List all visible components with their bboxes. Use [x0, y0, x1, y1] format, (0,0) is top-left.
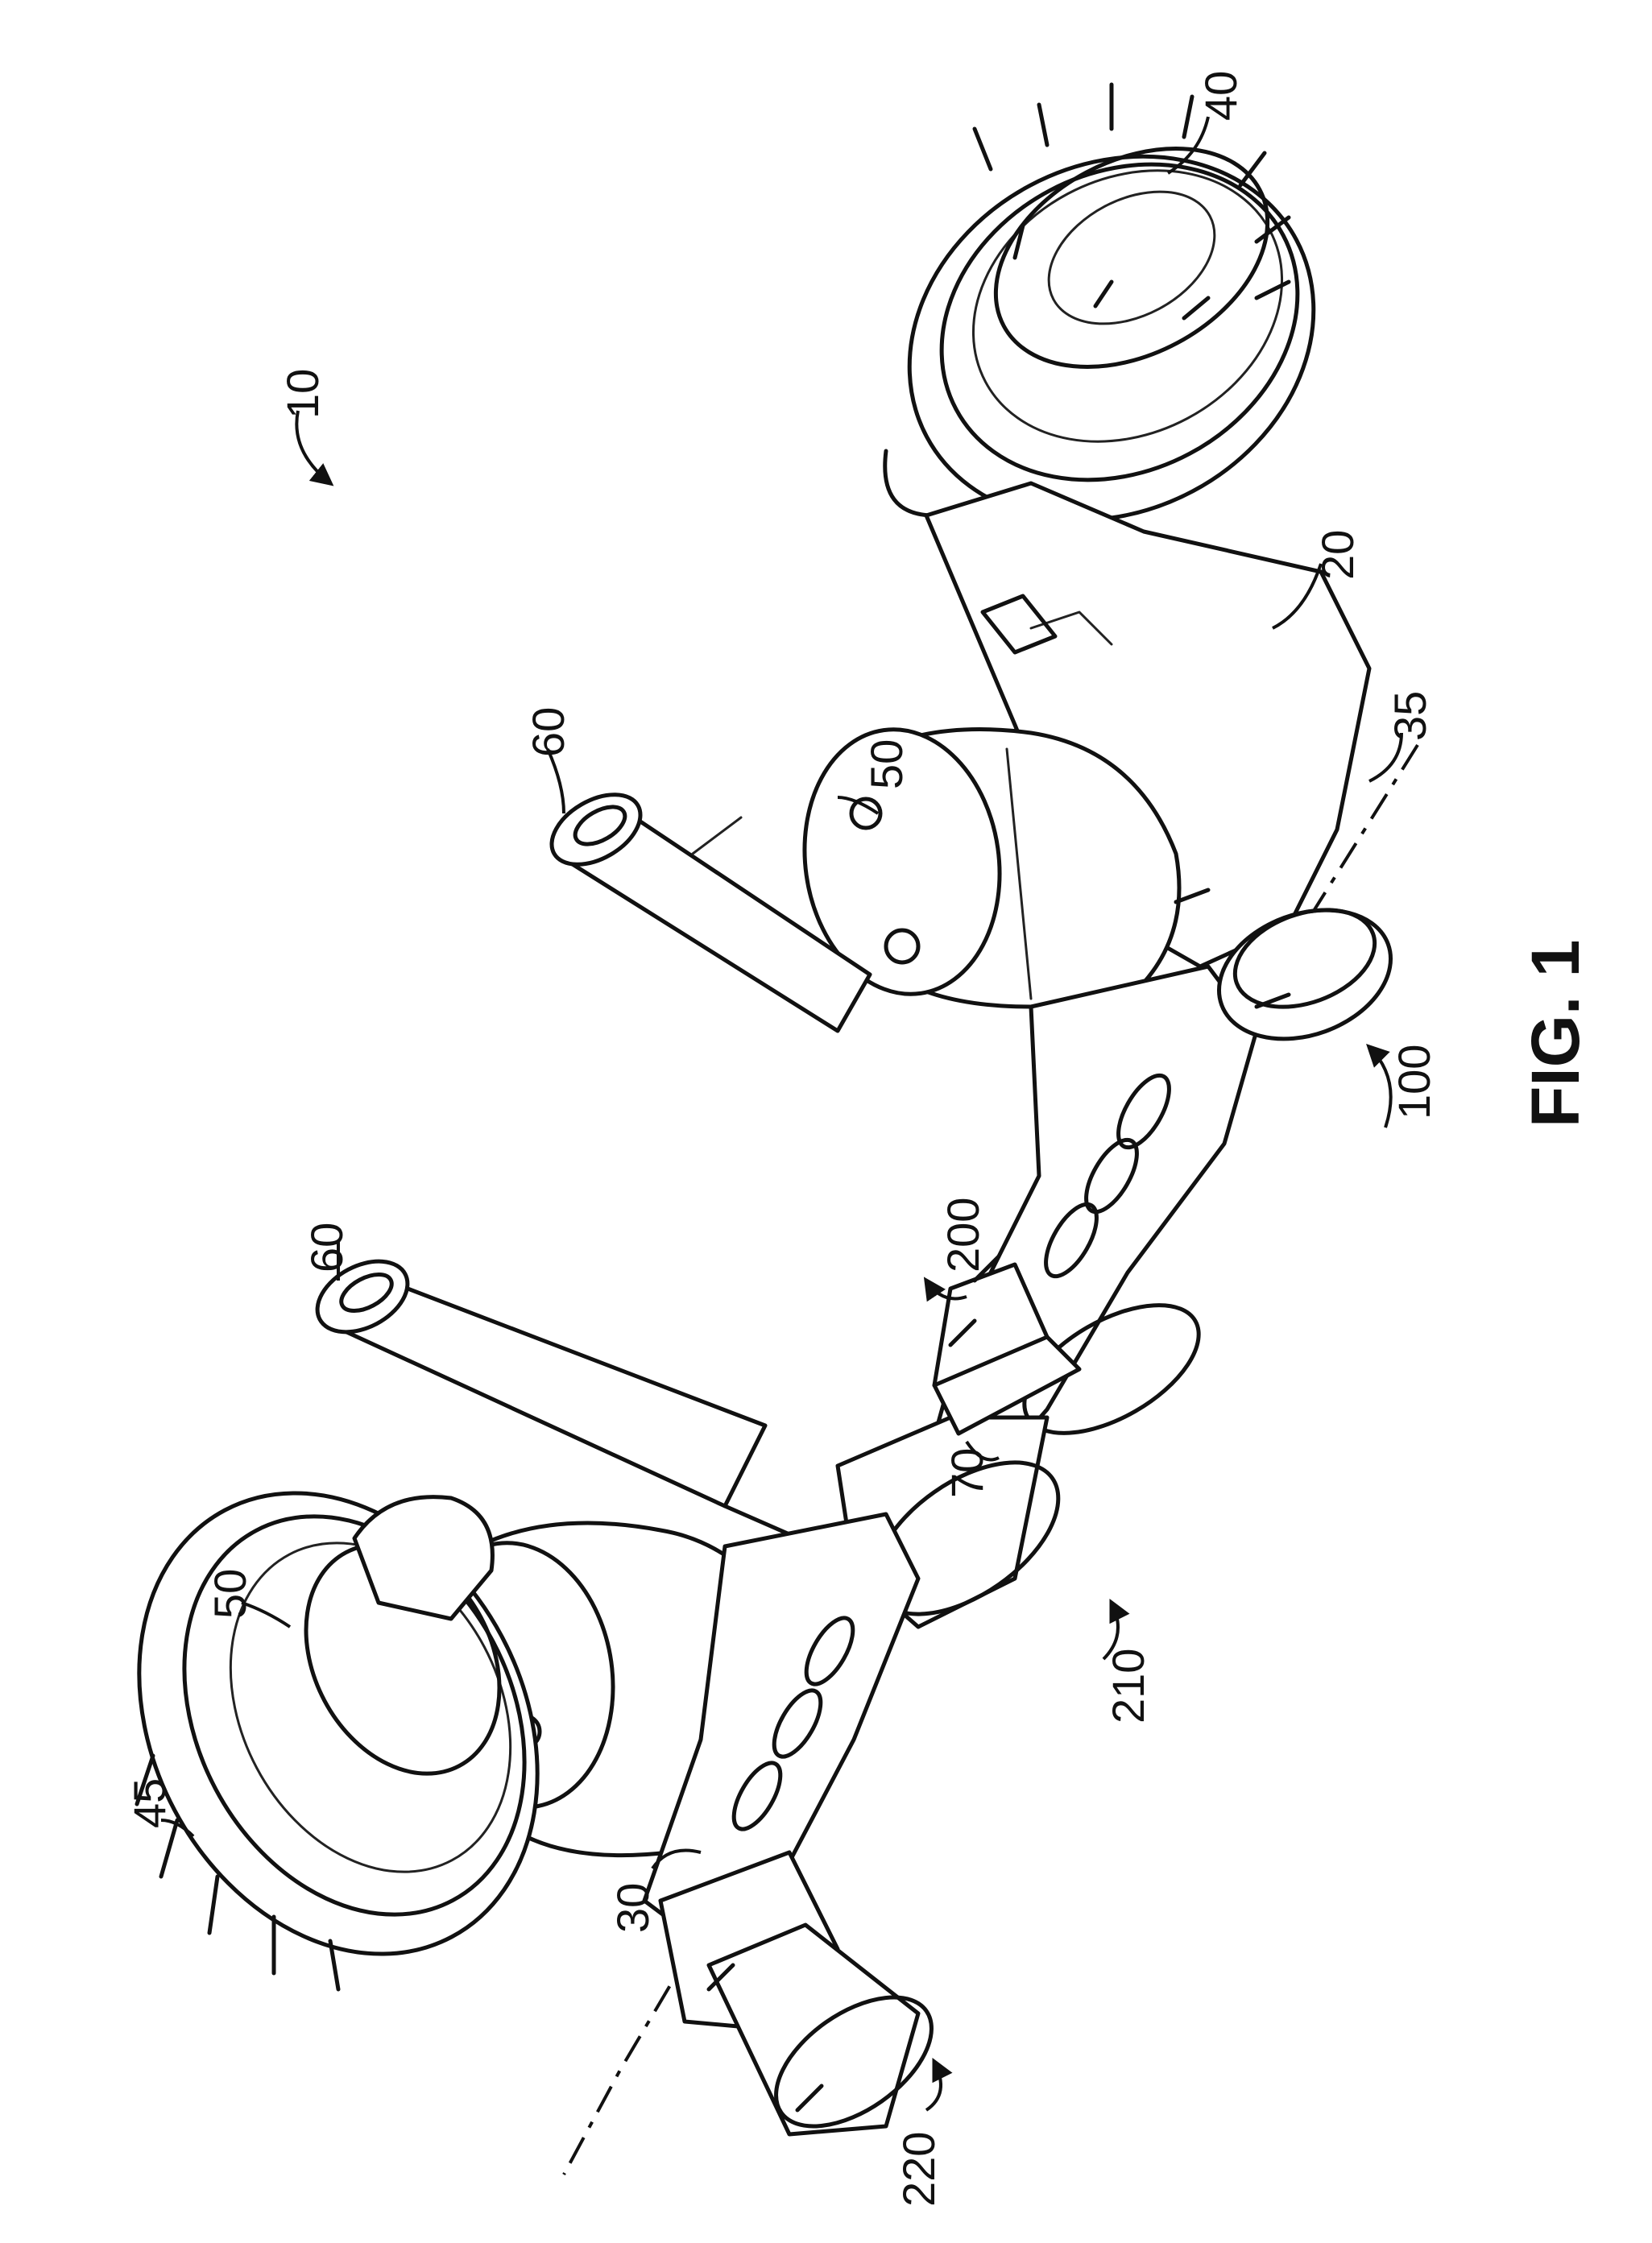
label-210: 210 — [1103, 1649, 1153, 1724]
label-50-left: 50 — [205, 1569, 255, 1619]
label-45: 45 — [124, 1778, 175, 1828]
figure-title: FIG. 1 — [1517, 940, 1593, 1128]
label-40: 40 — [1195, 71, 1246, 121]
label-30: 30 — [607, 1883, 658, 1933]
left-wheel-hub — [61, 1423, 615, 2024]
label-100: 100 — [1389, 1045, 1439, 1119]
label-10: 10 — [277, 369, 328, 419]
right-wheel-hub — [845, 85, 1377, 590]
label-35: 35 — [1385, 691, 1435, 741]
label-60-left: 60 — [301, 1223, 352, 1273]
label-20: 20 — [1312, 530, 1363, 580]
label-50-right: 50 — [861, 739, 912, 789]
label-60-right: 60 — [523, 707, 573, 757]
label-70: 70 — [942, 1448, 992, 1498]
bracket-220 — [709, 1925, 954, 2152]
label-220: 220 — [893, 2132, 944, 2207]
label-200: 200 — [938, 1198, 988, 1273]
